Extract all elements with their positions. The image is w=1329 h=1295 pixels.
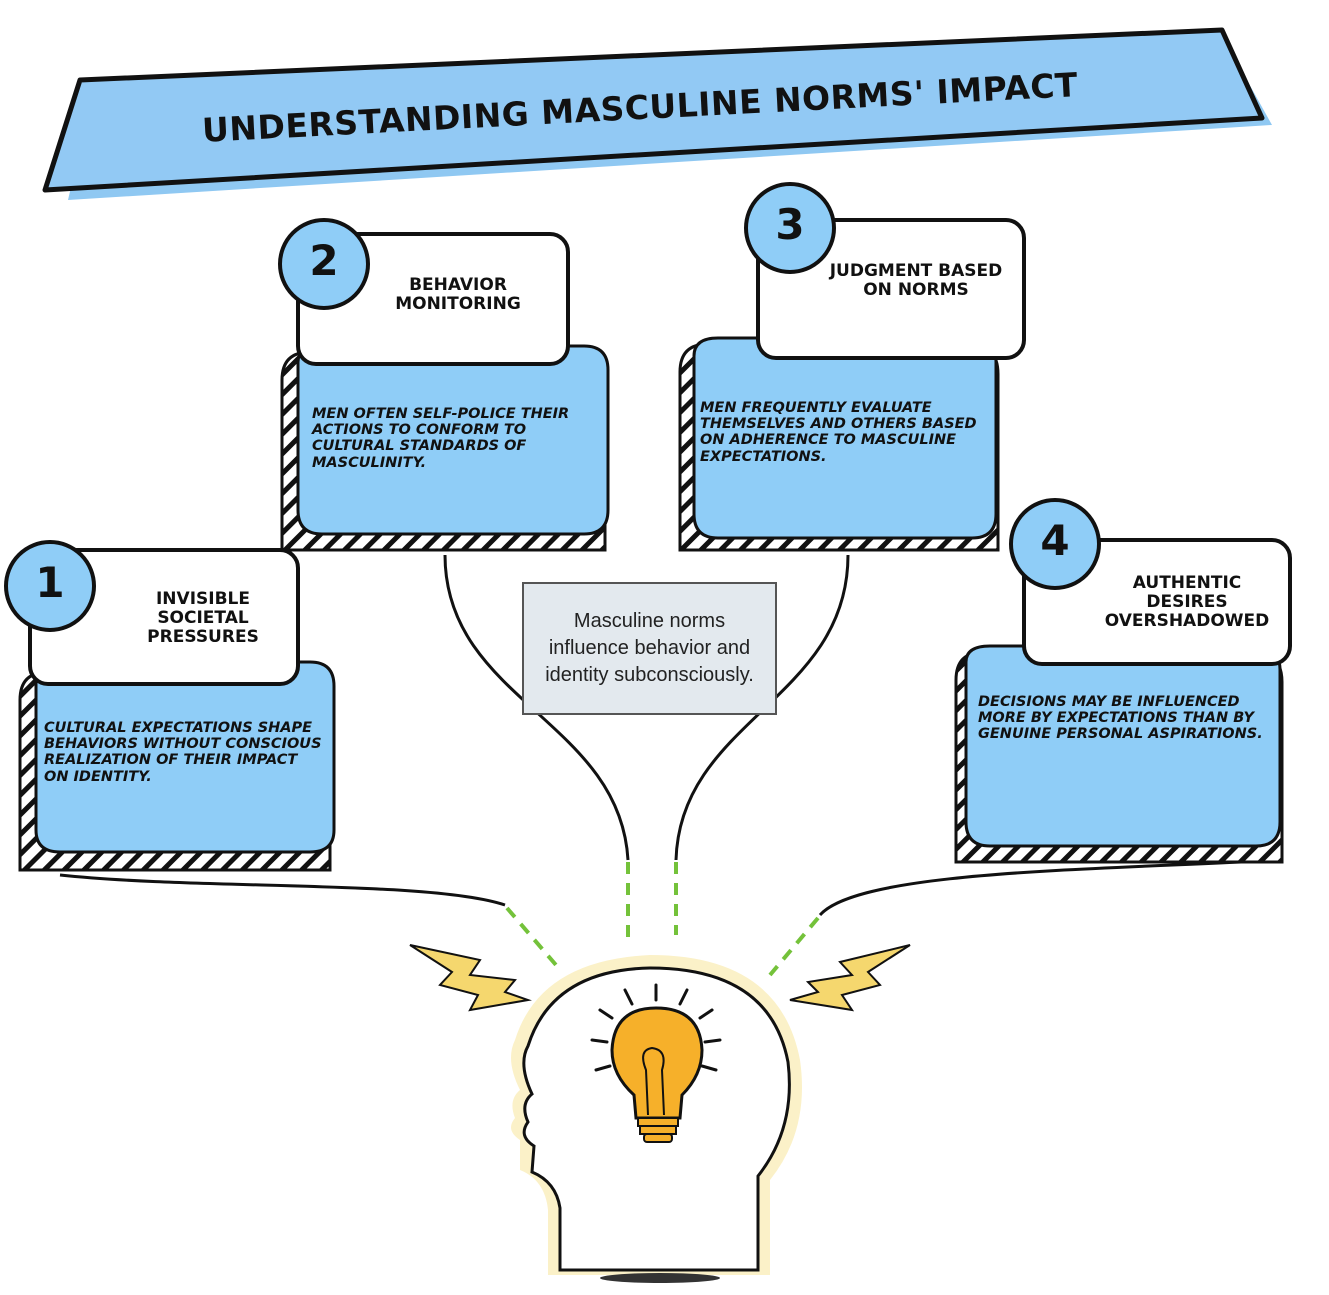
step-badge-3 bbox=[744, 182, 836, 274]
step-card-4-body-panel bbox=[964, 644, 1282, 848]
step-card-3 bbox=[678, 182, 1026, 552]
step-number-1: 1 bbox=[35, 558, 65, 607]
step-body-1: Cultural expectations shape behaviors wi… bbox=[44, 720, 322, 785]
step-card-1 bbox=[4, 540, 336, 872]
step-number-2: 2 bbox=[309, 236, 339, 285]
head-shadow bbox=[600, 1273, 720, 1283]
step-badge-4 bbox=[1009, 498, 1101, 590]
center-note: Masculine norms influence behavior and i… bbox=[522, 582, 777, 715]
light-bulb-icon bbox=[590, 983, 722, 1143]
connector-step-4 bbox=[818, 858, 1281, 916]
step-number-4: 4 bbox=[1040, 516, 1070, 565]
dashed-link-4 bbox=[768, 916, 820, 977]
dashed-link-1 bbox=[505, 906, 558, 967]
step-card-3-body-panel bbox=[692, 336, 998, 540]
connector-step-1 bbox=[59, 873, 506, 907]
step-body-3: Men frequently evaluate themselves and o… bbox=[700, 400, 977, 465]
step-card-4 bbox=[954, 498, 1292, 864]
step-number-3: 3 bbox=[775, 200, 805, 249]
center-note-text: Masculine norms influence behavior and i… bbox=[545, 610, 754, 686]
lightning-bolt-icon bbox=[409, 944, 532, 1012]
lightning-bolt-icon bbox=[789, 944, 911, 1012]
title-banner bbox=[42, 27, 1272, 200]
dashed-links bbox=[505, 862, 820, 977]
step-title-1: Invisible societal pressures bbox=[147, 589, 259, 648]
step-body-4: Decisions may be influenced more by expe… bbox=[978, 694, 1263, 743]
step-title-3: Judgment based on norms bbox=[829, 261, 1003, 301]
step-card-2 bbox=[278, 218, 610, 552]
step-body-2: Men often self-police their actions to c… bbox=[312, 406, 570, 471]
step-badge-2 bbox=[278, 218, 370, 310]
step-title-2: Behavior monitoring bbox=[395, 275, 521, 315]
step-title-4: Authentic desires overshadowed bbox=[1104, 573, 1270, 632]
step-badge-1 bbox=[4, 540, 96, 632]
